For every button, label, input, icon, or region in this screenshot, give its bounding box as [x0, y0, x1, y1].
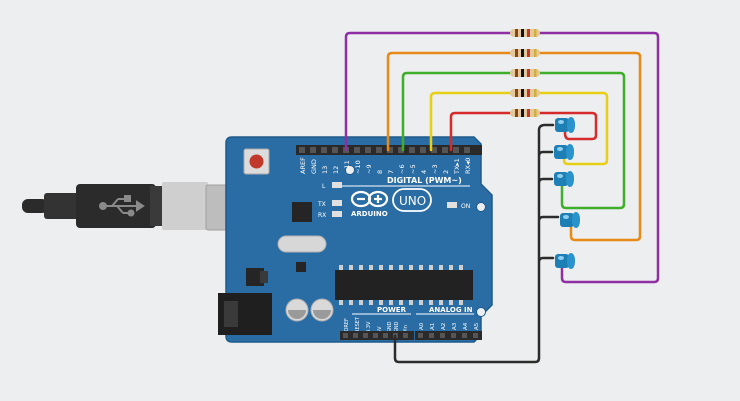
- pin-label: A2: [441, 323, 447, 330]
- power-pin-labels: IOREF RESET 3.3V 5V GND GND Vin: [344, 316, 409, 333]
- led-tx-label: TX: [317, 201, 326, 208]
- resistor[interactable]: [510, 29, 540, 37]
- led-rx-label: RX: [318, 212, 326, 219]
- usb-interface-chip: [292, 202, 312, 222]
- led[interactable]: [555, 117, 575, 133]
- pin-label: ~9: [365, 164, 373, 174]
- digital-header-label: DIGITAL (PWM~): [387, 176, 462, 185]
- resistor[interactable]: [510, 89, 540, 97]
- pin-label: A0: [419, 322, 425, 330]
- led-l-label: L: [322, 183, 326, 190]
- pin-label: 2: [442, 170, 450, 174]
- capacitor: [310, 298, 334, 322]
- arduino-uno-board[interactable]: AREF GND 13 12 ~11 ~10 ~9 8 7 ~6 ~5 4 ~3…: [218, 136, 493, 343]
- model-text: UNO: [399, 194, 426, 208]
- resistors: [510, 29, 540, 117]
- resistor[interactable]: [510, 69, 540, 77]
- capacitor: [285, 298, 309, 322]
- led-rx: [332, 211, 342, 217]
- model-badge: [392, 188, 432, 212]
- pin-label: ~6: [398, 164, 406, 174]
- pin-label: TX▸1: [453, 158, 461, 175]
- pin-label: AREF: [299, 157, 307, 174]
- analog-pin-sockets[interactable]: [418, 333, 478, 338]
- analog-header-label: ANALOG IN: [429, 306, 473, 314]
- resistor[interactable]: [510, 49, 540, 57]
- wire-red[interactable]: [449, 111, 598, 152]
- resistor[interactable]: [510, 109, 540, 117]
- pin-label: 8: [376, 170, 384, 174]
- usb-symbol-icon: [99, 195, 145, 217]
- mounting-hole: [476, 307, 486, 317]
- mounting-hole: [476, 202, 486, 212]
- brand-text: ARDUINO: [351, 210, 388, 218]
- led-tx: [332, 200, 342, 206]
- reset-button[interactable]: [249, 154, 264, 169]
- pin-label: GND: [310, 159, 318, 174]
- analog-pin-labels: A0 A1 A2 A3 A4 A5: [419, 322, 480, 330]
- leds: [554, 117, 580, 269]
- crystal-oscillator: [277, 235, 327, 253]
- led[interactable]: [560, 212, 580, 228]
- arduino-logo-icon: [350, 190, 389, 208]
- pin-label: RX◂0: [464, 158, 472, 174]
- pin-label: 3.3V: [366, 321, 372, 333]
- mounting-hole: [345, 165, 355, 175]
- pin-label: RESET: [355, 316, 361, 333]
- pin-label: 4: [420, 170, 428, 174]
- on-led: [447, 202, 457, 208]
- pin-label: ~10: [354, 160, 362, 174]
- usb-cable-strain-relief: [44, 193, 84, 219]
- led[interactable]: [554, 171, 574, 187]
- pin-label: A1: [430, 323, 436, 330]
- wire-yellow[interactable]: [429, 91, 609, 166]
- usb-cable-collar: [150, 186, 162, 226]
- pin-label: ~5: [409, 164, 417, 174]
- led[interactable]: [554, 144, 574, 160]
- pin-label: 12: [332, 166, 340, 174]
- led-l: [332, 182, 342, 188]
- analog-header: [415, 331, 482, 340]
- pin-label: GND: [394, 321, 400, 333]
- voltage-regulator: [246, 268, 264, 286]
- pin-label: 5V: [377, 326, 383, 333]
- pin-label: ~11: [343, 160, 351, 174]
- pin-label: 13: [321, 166, 329, 174]
- pin-label: IOREF: [344, 318, 350, 333]
- wire-orange[interactable]: [386, 51, 642, 242]
- wire-black-ground[interactable]: [393, 123, 560, 364]
- usb-cable-tail: [22, 199, 48, 213]
- pin-label: GND: [387, 321, 393, 333]
- chip-pins: [339, 265, 463, 305]
- on-led-label: ON: [461, 203, 470, 210]
- wires: [344, 31, 660, 364]
- pin-label: A4: [463, 322, 469, 330]
- pin-label: A5: [474, 322, 480, 330]
- wire-purple[interactable]: [344, 31, 660, 284]
- atmega-microcontroller: [335, 270, 473, 300]
- wire-green[interactable]: [401, 71, 626, 210]
- small-smd-component: [296, 262, 306, 272]
- dc-jack-opening: [224, 301, 238, 327]
- pin-label: Vin: [403, 325, 409, 333]
- power-header-label: POWER: [377, 306, 407, 314]
- pin-label: A3: [452, 322, 458, 330]
- led[interactable]: [555, 253, 575, 269]
- pin-label: ~3: [431, 164, 439, 174]
- usb-plug: [162, 182, 208, 230]
- regulator-tab: [260, 271, 268, 283]
- pin-label: 7: [387, 170, 395, 174]
- digital-pin-labels: AREF GND 13 12 ~11 ~10 ~9 8 7 ~6 ~5 4 ~3…: [299, 157, 472, 175]
